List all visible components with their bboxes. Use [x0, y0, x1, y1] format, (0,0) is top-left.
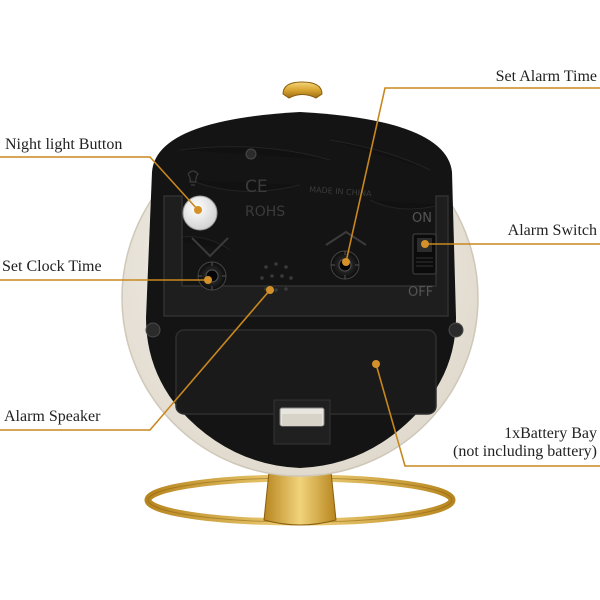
callout-dots	[194, 206, 429, 368]
night-light-icon	[187, 170, 199, 186]
made-in-mark: MADE IN CHINA	[309, 185, 372, 198]
callout-battery-note: (not including battery)	[453, 443, 597, 460]
alarm-speaker-grille	[260, 262, 293, 292]
switch-on-label: ON	[412, 211, 432, 226]
alarm-knob-arrows	[325, 230, 367, 246]
callout-alarm-speaker: Alarm Speaker	[4, 408, 101, 425]
top-handle	[282, 81, 323, 99]
clock-knob-arrows	[191, 237, 229, 258]
screw	[145, 322, 161, 338]
callout-alarm-switch: Alarm Switch	[507, 222, 597, 239]
callout-set-alarm-time: Set Alarm Time	[495, 68, 597, 85]
screw	[245, 148, 257, 160]
gold-stand-neck	[263, 461, 337, 526]
rohs-mark: ROHS	[245, 204, 285, 220]
callout-lines	[0, 87, 600, 467]
switch-off-label: OFF	[408, 285, 433, 300]
movement-frame	[163, 195, 449, 317]
callout-set-clock-time: Set Clock Time	[2, 258, 102, 275]
ce-mark: CE	[245, 177, 268, 197]
callout-night-light: Night light Button	[5, 136, 123, 153]
callout-battery-bay: 1xBattery Bay	[504, 425, 597, 442]
screw	[448, 322, 464, 338]
